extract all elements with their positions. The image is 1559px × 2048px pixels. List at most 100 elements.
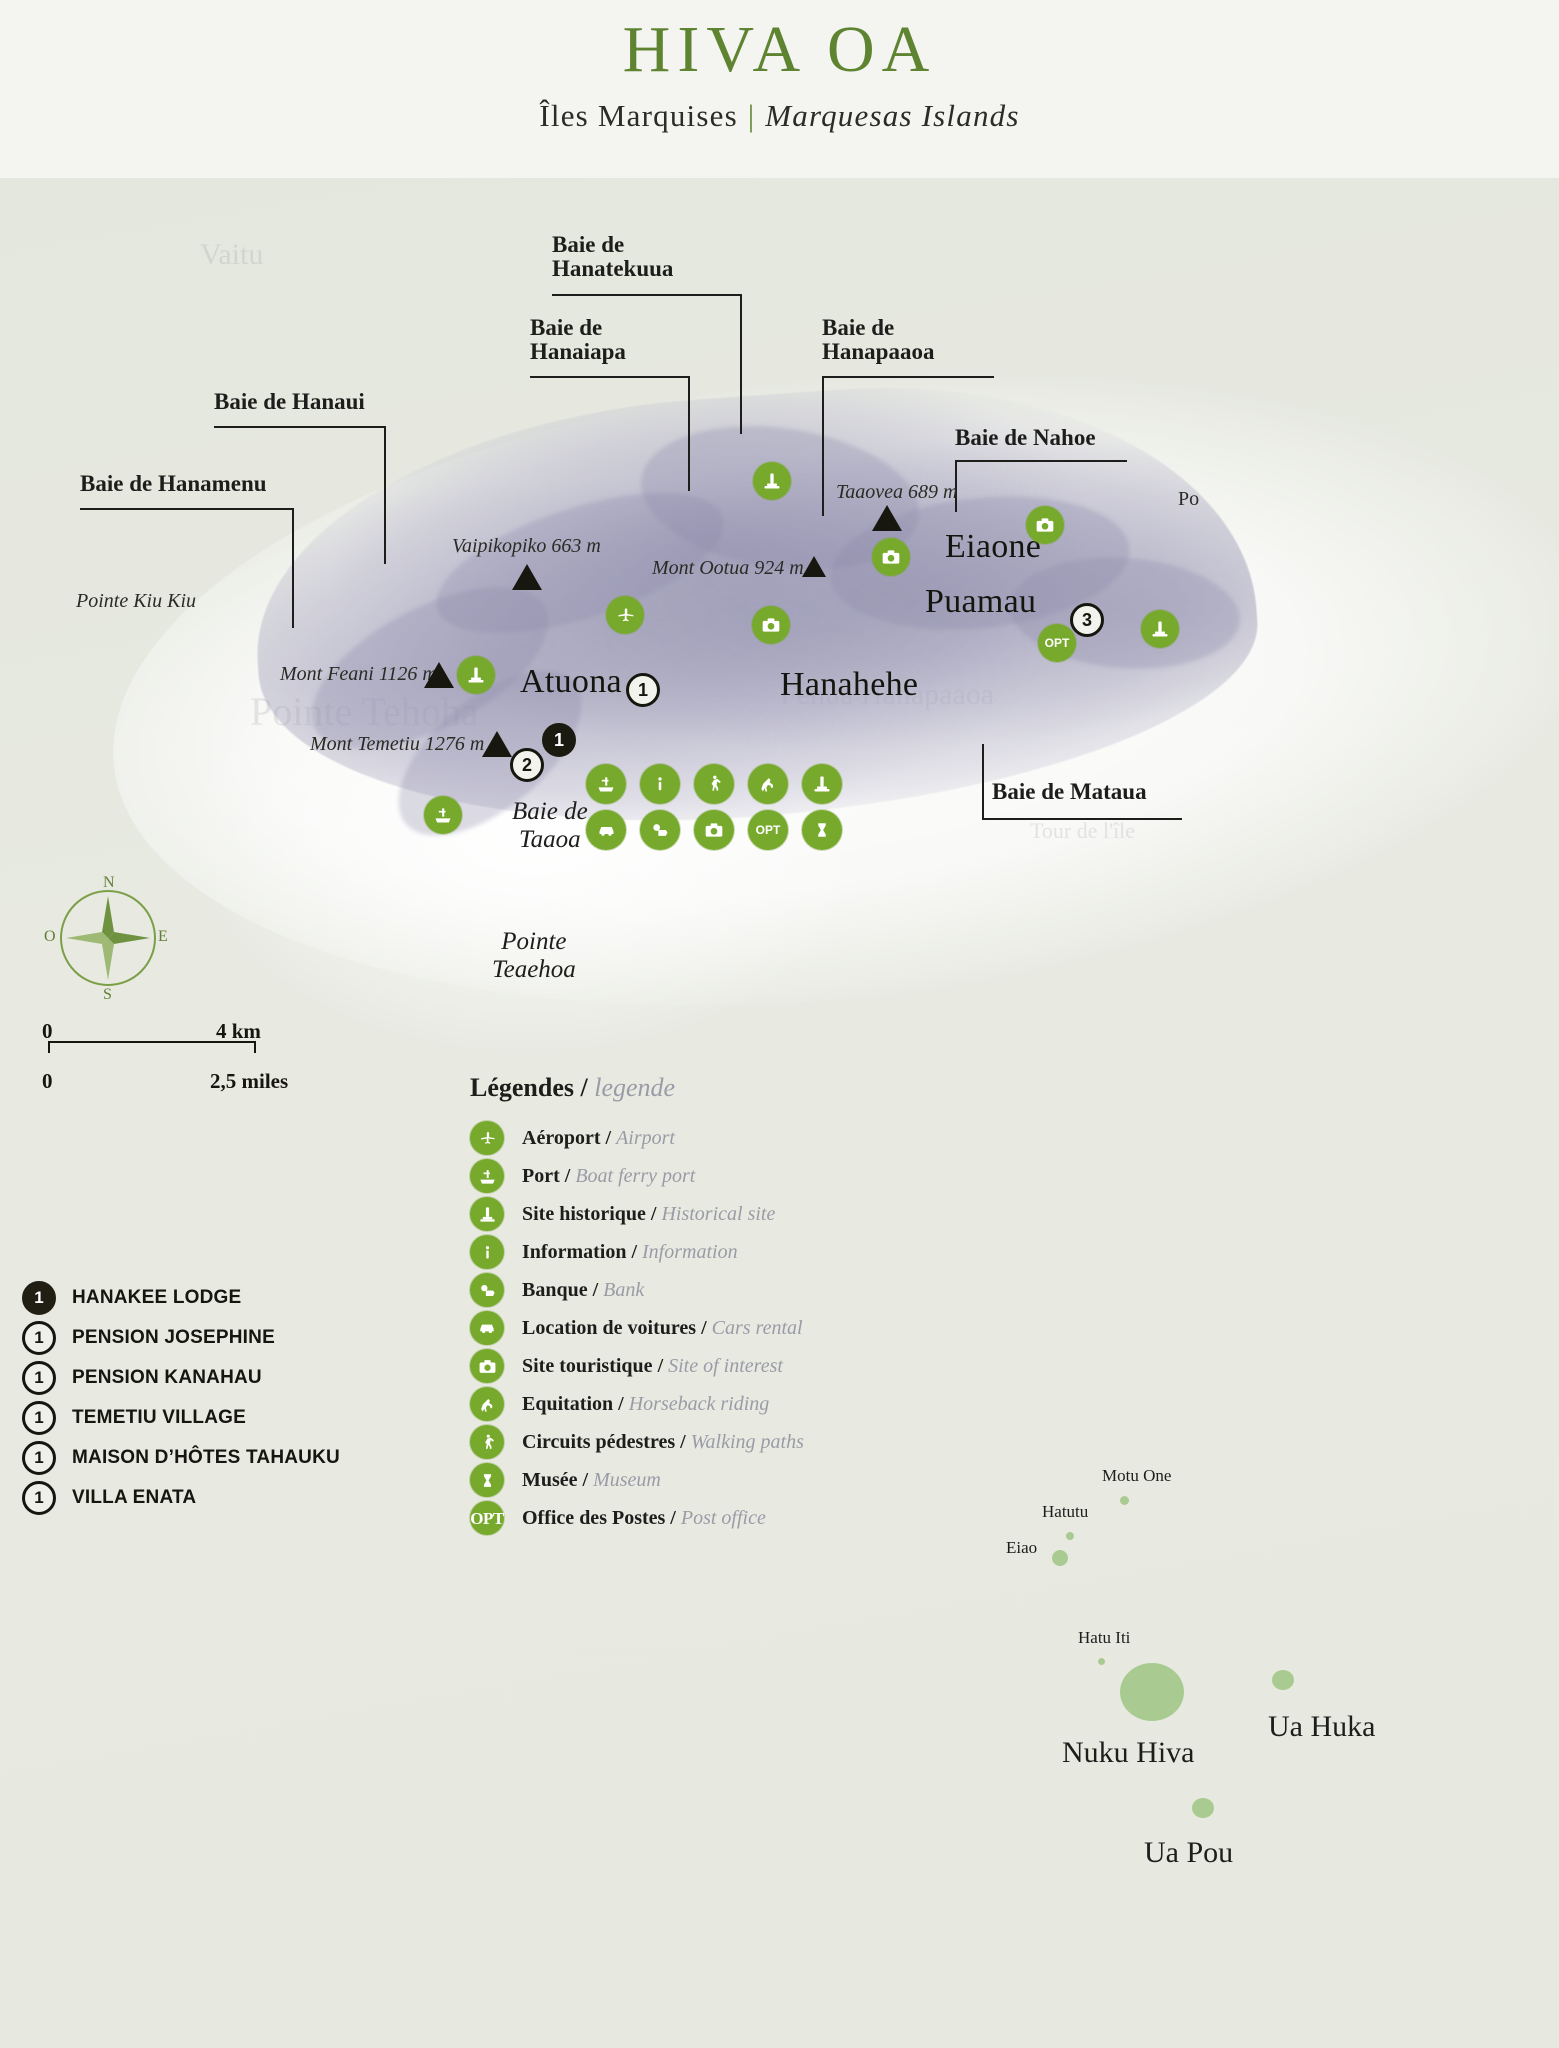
subtitle-english: Marquesas Islands [765,98,1020,133]
airport-icon [470,1121,504,1155]
accommodation-name: VILLA ENATA [72,1487,197,1508]
inset-label-eiao: Eiao [1006,1538,1038,1557]
camera-icon[interactable] [1026,506,1064,544]
legend-list: Aéroport / Airport Port / Boat ferry por… [470,1119,900,1537]
peak-label-mont-feani: Mont Feani 1126 m [280,663,437,685]
compass-label-north: N [103,874,115,891]
place-puamau: Puamau [925,583,1037,620]
post-office-icon[interactable]: OPT [1038,624,1076,662]
map-badge-atuona-1-filled[interactable]: 1 [542,723,576,757]
legend-item-horseback-riding[interactable]: Equitation / Horseback riding [470,1385,900,1423]
legend-item-walking-paths[interactable]: Circuits pédestres / Walking paths [470,1423,900,1461]
accommodation-badge: 1 [22,1481,56,1515]
compass-rose: N S E O [44,874,168,1003]
historic-site-icon [470,1197,504,1231]
peak-marker-mont-temetiu [482,731,512,757]
inset-island-nuku-hiva [1120,1663,1184,1721]
port-icon[interactable] [586,764,626,804]
legend-item-post-office[interactable]: OPT Office des Postes / Post office [470,1499,900,1537]
historic-site-icon[interactable] [1141,610,1179,648]
inset-label-ua-pou: Ua Pou [1144,1836,1234,1869]
historic-site-icon[interactable] [457,656,495,694]
hiking-icon [470,1425,504,1459]
scale-km-max: 4 km [216,1019,261,1043]
accommodation-name: HANAKEE LODGE [72,1287,242,1308]
accommodation-badge: 1 [22,1361,56,1395]
legend-heading-en: legende [594,1073,676,1102]
museum-icon[interactable] [802,810,842,850]
map-badge-atuona-1[interactable]: 1 [626,673,660,707]
port-icon [470,1159,504,1193]
horse-icon[interactable] [748,764,788,804]
camera-icon [470,1349,504,1383]
peak-marker-vaipikopiko [512,564,542,590]
ghost-text: Vaitu [200,238,264,271]
scale-bar: 0 4 km 0 2,5 miles [40,1019,320,1107]
legend-item-label: Information / Information [522,1240,738,1263]
accommodation-name: TEMETIU VILLAGE [72,1407,246,1428]
historic-site-icon[interactable] [753,462,791,500]
scale-km-zero: 0 [42,1019,53,1043]
port-icon[interactable] [424,796,462,834]
legend-item-airport[interactable]: Aéroport / Airport [470,1119,900,1157]
place-eiaone: Eiaone [945,528,1042,565]
information-icon[interactable] [640,764,680,804]
list-item[interactable]: 1 PENSION KANAHAU [22,1358,352,1398]
place-atuona: Atuona [520,663,622,700]
callout-rule [552,294,742,296]
peak-label-taaovea: Taaovea 689 m [836,481,958,503]
legend-item-car-rental[interactable]: Location de voitures / Cars rental [470,1309,900,1347]
map-badge-puamau-3[interactable]: 3 [1070,603,1104,637]
callout-line-1: Baie de [552,232,625,257]
camera-icon[interactable] [694,810,734,850]
place-edge-partial: Po [1178,488,1200,510]
scale-tick [254,1041,256,1053]
accommodation-name: PENSION JOSEPHINE [72,1327,275,1348]
legend-item-label: Equitation / Horseback riding [522,1392,770,1415]
accommodation-name: MAISON D’HÔTES TAHAUKU [72,1447,340,1468]
list-item[interactable]: 1 HANAKEE LODGE [22,1278,352,1318]
list-item[interactable]: 1 PENSION JOSEPHINE [22,1318,352,1358]
bank-icon [470,1273,504,1307]
callout-line-1: Baie de [530,315,603,340]
legend-item-site-of-interest[interactable]: Site touristique / Site of interest [470,1347,900,1385]
legend-item-bank[interactable]: Banque / Bank [470,1271,900,1309]
bank-icon[interactable] [640,810,680,850]
list-item[interactable]: 1 TEMETIU VILLAGE [22,1398,352,1438]
callout-rule [982,818,1182,820]
compass-label-south: S [103,986,112,1003]
callout-baie-de-hanapaaoa: Baie de Hanapaaoa [822,315,934,364]
legend-item-label: Site historique / Historical site [522,1202,776,1225]
legend-item-label: Port / Boat ferry port [522,1164,696,1187]
legend-item-port[interactable]: Port / Boat ferry port [470,1157,900,1195]
legend-item-label: Site touristique / Site of interest [522,1354,783,1377]
scale-row-miles: 0 2,5 miles [40,1069,320,1107]
car-rental-icon[interactable] [586,810,626,850]
list-item[interactable]: 1 MAISON D’HÔTES TAHAUKU [22,1438,352,1478]
legend-item-label: Musée / Museum [522,1468,661,1491]
legend-item-museum[interactable]: Musée / Museum [470,1461,900,1499]
accommodation-badge: 1 [22,1441,56,1475]
historic-site-icon[interactable] [802,764,842,804]
callout-line-1: Baie de Hanaui [214,389,365,414]
compass-label-west: O [44,928,56,945]
inset-island-eiao [1052,1550,1068,1566]
map-badge-atuona-2[interactable]: 2 [510,748,544,782]
legend-heading-fr: Légendes [470,1073,574,1102]
airport-icon[interactable] [606,596,644,634]
callout-line-2: Hanatekuua [552,256,674,282]
post-office-icon[interactable]: OPT [748,810,788,850]
camera-icon[interactable] [752,606,790,644]
callout-leader [982,744,984,820]
camera-icon[interactable] [872,538,910,576]
peak-marker-mont-ootua [802,556,826,577]
place-hanahehe: Hanahehe [780,666,919,703]
callout-leader [688,376,690,491]
list-item[interactable]: 1 VILLA ENATA [22,1478,352,1518]
legend-item-historic-site[interactable]: Site historique / Historical site [470,1195,900,1233]
legend-panel: Légendes / legende Aéroport / Airport Po… [470,1073,900,1537]
legend-item-information[interactable]: Information / Information [470,1233,900,1271]
hiking-icon[interactable] [694,764,734,804]
callout-leader [384,426,386,564]
accommodation-badge: 1 [22,1321,56,1355]
